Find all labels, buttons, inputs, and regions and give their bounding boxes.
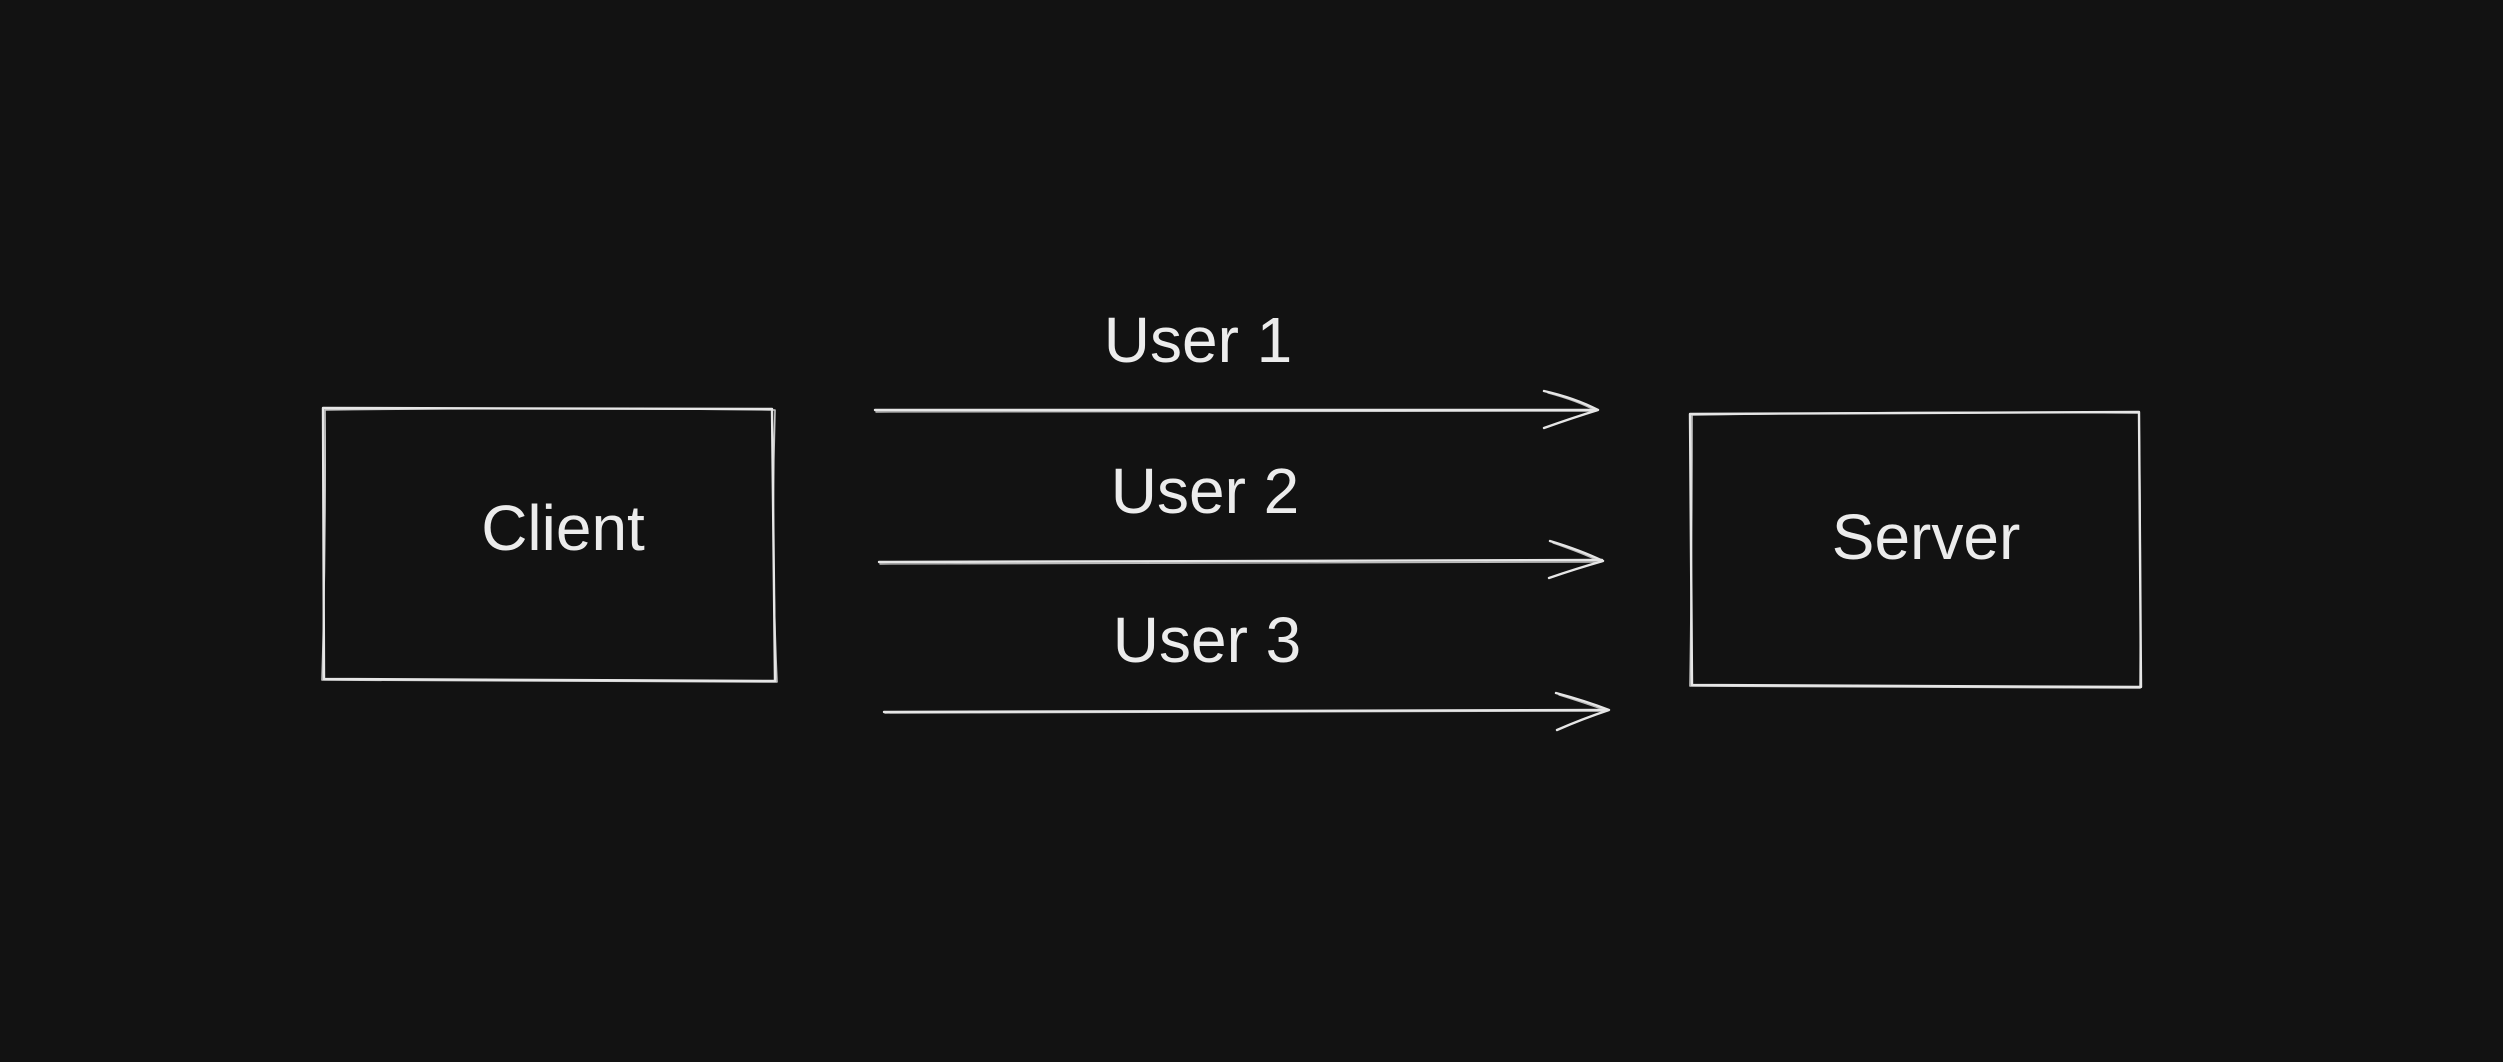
edge-user-2-label: User 2: [1111, 455, 1300, 527]
edge-user-1[interactable]: User 1: [873, 304, 1600, 430]
edge-user-3[interactable]: User 3: [882, 604, 1611, 732]
server-label: Server: [1832, 501, 2021, 573]
edge-user-1-label: User 1: [1104, 304, 1293, 376]
client-label: Client: [481, 492, 645, 564]
client-node[interactable]: Client: [321, 406, 778, 683]
edge-user-3-label: User 3: [1113, 604, 1302, 676]
edge-user-2[interactable]: User 2: [877, 455, 1605, 580]
server-node[interactable]: Server: [1688, 410, 2143, 689]
